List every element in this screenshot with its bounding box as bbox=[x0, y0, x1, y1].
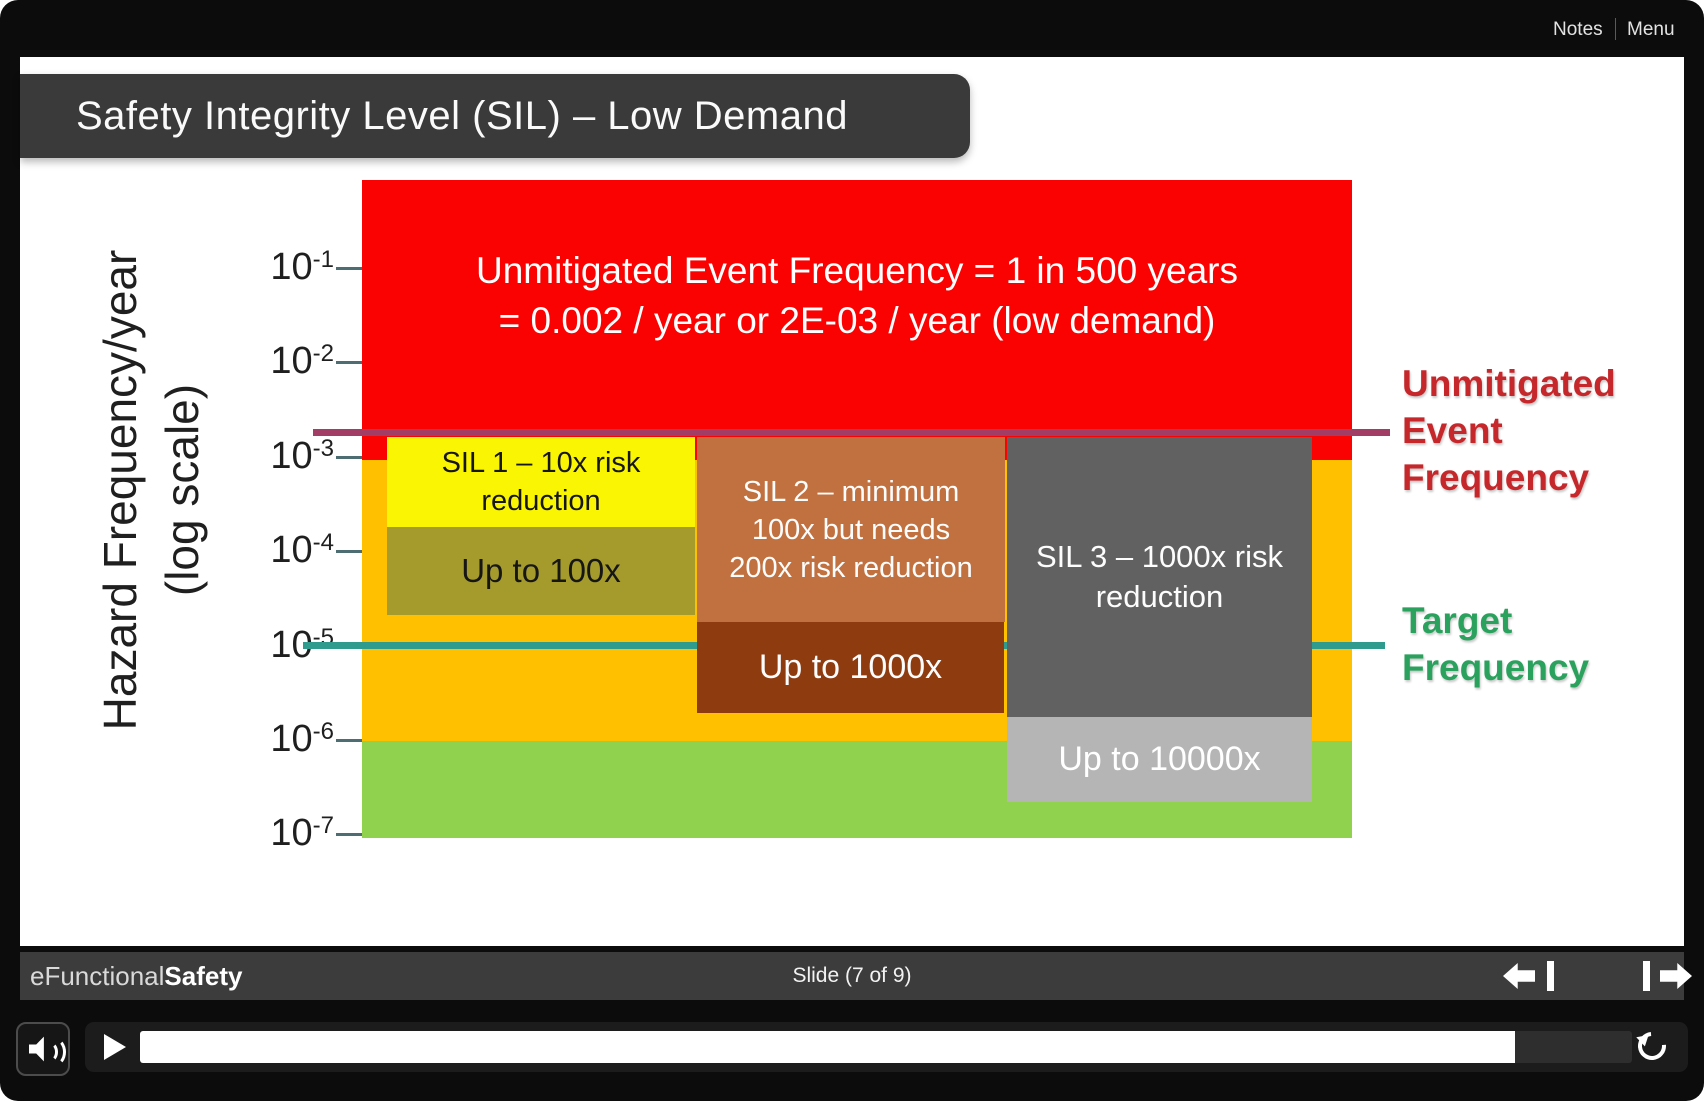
topbar-divider bbox=[1615, 18, 1616, 40]
unmitigated-red-band: Unmitigated Event Frequency = 1 in 500 y… bbox=[362, 180, 1352, 460]
tick-mark bbox=[336, 456, 362, 459]
page-title: Safety Integrity Level (SIL) – Low Deman… bbox=[76, 94, 848, 138]
y-tick-1e-7: 10-7 bbox=[242, 812, 362, 856]
sil3-up-to-box: Up to 10000x bbox=[1007, 717, 1312, 802]
tick-mark bbox=[336, 550, 362, 553]
y-tick-1e-6: 10-6 bbox=[242, 718, 362, 762]
next-slide-arrow-icon bbox=[1660, 963, 1692, 989]
seek-bar-progress bbox=[140, 1031, 1515, 1063]
slide-counter: Slide (7 of 9) bbox=[792, 964, 912, 987]
unmitigated-event-frequency-label: Unmitigated Event Frequency bbox=[1402, 363, 1616, 498]
sil2-box: SIL 2 – minimum 100x but needs 200x risk… bbox=[697, 437, 1005, 622]
efunctionalsafety-logo: eFunctionalSafety bbox=[30, 961, 243, 991]
slide-title-bar: Safety Integrity Level (SIL) – Low Deman… bbox=[20, 74, 970, 158]
sil3-box: SIL 3 – 1000x risk reduction bbox=[1007, 437, 1312, 717]
unmitigated-event-frequency-line bbox=[313, 429, 1390, 436]
slide-footer-bar: eFunctionalSafety Slide (7 of 9) bbox=[20, 952, 1692, 1000]
y-tick-1e-3: 10-3 bbox=[242, 435, 362, 479]
previous-slide-button[interactable] bbox=[1503, 961, 1575, 991]
speaker-wave-icon bbox=[44, 1038, 66, 1066]
tick-mark bbox=[336, 739, 362, 742]
sil1-box: SIL 1 – 10x risk reduction bbox=[387, 437, 695, 527]
replay-button[interactable] bbox=[1632, 1026, 1672, 1066]
previous-slide-bar-icon bbox=[1547, 961, 1554, 991]
target-frequency-label: Target Frequency bbox=[1402, 600, 1590, 688]
next-slide-bar-icon bbox=[1643, 961, 1650, 991]
tick-mark bbox=[336, 833, 362, 836]
unmitigated-frequency-text-line2: = 0.002 / year or 2E-03 / year (low dema… bbox=[498, 300, 1216, 341]
next-slide-button[interactable] bbox=[1623, 961, 1695, 991]
slide-canvas: Safety Integrity Level (SIL) – Low Deman… bbox=[20, 57, 1684, 946]
sil1-up-to-box: Up to 100x bbox=[387, 527, 695, 615]
unmitigated-frequency-text-line1: Unmitigated Event Frequency = 1 in 500 y… bbox=[475, 250, 1238, 291]
volume-button[interactable] bbox=[16, 1022, 70, 1076]
notes-button[interactable]: Notes bbox=[1553, 19, 1603, 40]
sil2-up-to-box: Up to 1000x bbox=[697, 622, 1004, 713]
seek-bar[interactable] bbox=[140, 1031, 1632, 1063]
playback-bar bbox=[85, 1022, 1688, 1072]
tick-mark bbox=[336, 267, 362, 270]
y-tick-1e-2: 10-2 bbox=[242, 340, 362, 384]
y-axis-title: Hazard Frequency/year (log scale) bbox=[94, 249, 208, 731]
y-tick-1e-1: 10-1 bbox=[242, 246, 362, 290]
play-icon[interactable] bbox=[104, 1034, 126, 1060]
menu-button[interactable]: Menu bbox=[1627, 19, 1675, 40]
previous-slide-arrow-icon bbox=[1503, 963, 1535, 989]
tick-mark bbox=[336, 361, 362, 364]
y-tick-1e-4: 10-4 bbox=[242, 529, 362, 573]
